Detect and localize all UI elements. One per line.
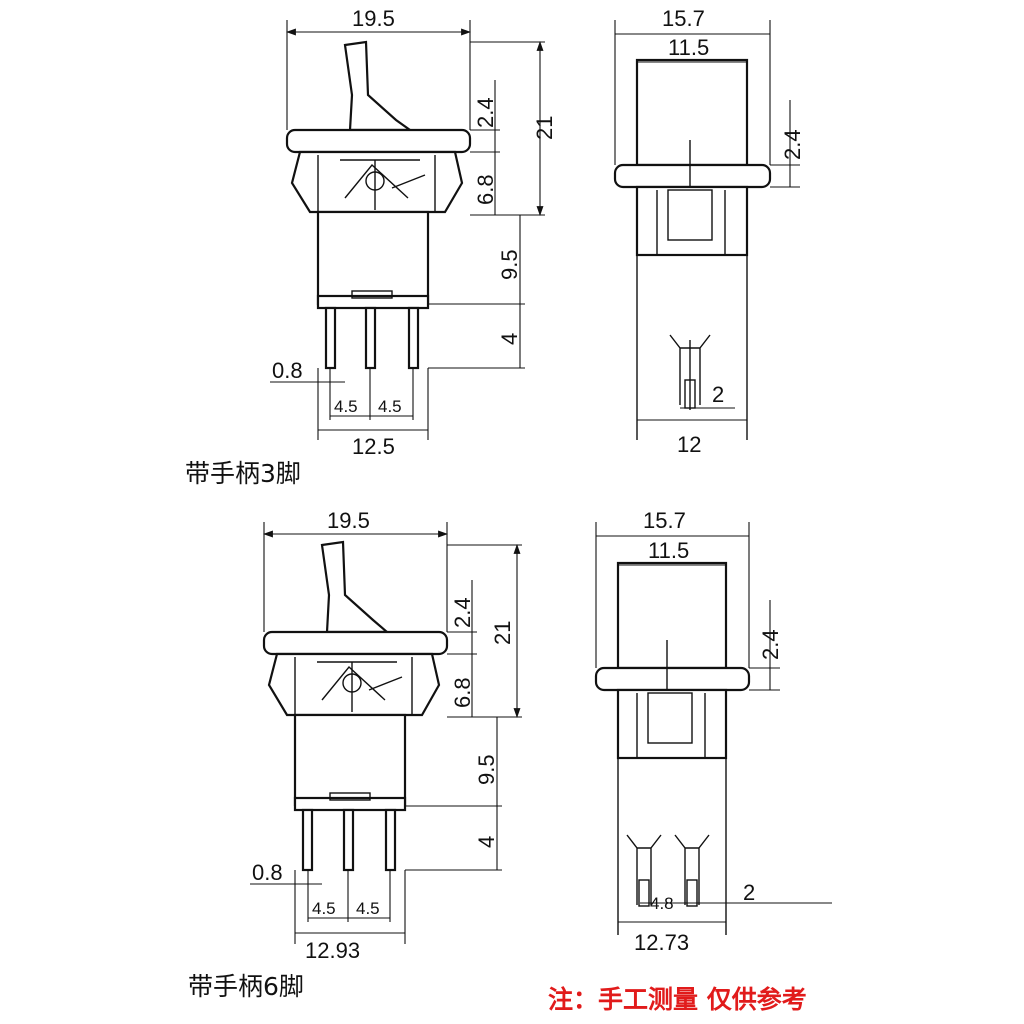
toggle-lever (343, 40, 414, 132)
pin-1 (324, 306, 337, 370)
dim-width-bottom: 12.73 (634, 930, 689, 955)
dim-pitch-b: 4.5 (356, 899, 380, 918)
measurement-note: 注：手工测量 仅供参考 (548, 985, 807, 1014)
flange-plate (285, 128, 472, 154)
dim-width-top: 19.5 (352, 6, 395, 31)
front-view-3pin: 15.7 11.5 2.4 2 12 (613, 6, 805, 457)
front-view-6pin: 15.7 11.5 2.4 4.8 2 12.73 (594, 508, 832, 955)
dim-housing: 6.8 (473, 174, 498, 205)
dim-body-mid: 9.5 (497, 249, 522, 280)
dim-pin-thick: 0.8 (272, 358, 303, 383)
dim-width-bottom: 12 (677, 432, 701, 457)
dim-width-top: 15.7 (643, 508, 686, 533)
pin-right (674, 834, 710, 905)
pin-1 (301, 808, 314, 872)
dim-flange: 2.4 (758, 629, 783, 660)
dim-pin-len: 4 (474, 836, 499, 848)
dim-pin-w: 2 (743, 880, 755, 905)
dim-pitch-a: 4.5 (312, 899, 336, 918)
pin-3 (384, 808, 397, 872)
dim-height-total: 21 (532, 116, 557, 140)
switch-body (635, 185, 749, 257)
dim-housing: 6.8 (450, 677, 475, 708)
pin-left (626, 834, 662, 905)
flange-plate (594, 666, 751, 692)
dim-flange: 2.4 (450, 597, 475, 628)
toggle-lever (320, 540, 390, 634)
dim-body-mid: 9.5 (474, 754, 499, 785)
dim-pin-thick: 0.8 (252, 860, 283, 885)
dim-flange: 2.4 (473, 97, 498, 128)
pin-3 (407, 306, 420, 370)
pin-2 (364, 306, 377, 370)
switch-body (293, 713, 407, 807)
caption-6pin: 带手柄6脚 (188, 972, 304, 1001)
switch-body (316, 210, 430, 306)
dim-width-inner: 11.5 (668, 35, 709, 60)
dim-width-top: 19.5 (327, 508, 370, 533)
dim-height-total: 21 (490, 621, 515, 645)
dim-pin-gap: 4.8 (650, 894, 674, 913)
housing (290, 150, 464, 214)
dim-width-bottom: 12.5 (352, 434, 395, 459)
side-view-3pin: 19.5 21 2.4 6.8 9.5 4 0.8 4.5 4.5 12.5 (270, 6, 557, 459)
housing (267, 652, 441, 717)
pin-2 (342, 808, 355, 872)
rocker-cap (635, 58, 749, 167)
dim-width-top: 15.7 (662, 6, 705, 31)
side-view-6pin: 19.5 21 2.4 6.8 9.5 4 0.8 4.5 4.5 12.93 (250, 508, 522, 963)
dim-pin-len: 4 (497, 333, 522, 345)
dim-pin-w: 2 (712, 382, 724, 407)
dim-pitch-b: 4.5 (378, 397, 402, 416)
flange-plate (613, 163, 772, 189)
caption-3pin: 带手柄3脚 (185, 459, 301, 488)
dim-flange: 2.4 (780, 129, 805, 160)
rocker-cap (616, 561, 728, 670)
dim-pitch-a: 4.5 (334, 397, 358, 416)
flange-plate (262, 630, 449, 656)
switch-body (616, 688, 728, 760)
dim-width-bottom: 12.93 (305, 938, 360, 963)
dim-width-inner: 11.5 (648, 538, 689, 563)
